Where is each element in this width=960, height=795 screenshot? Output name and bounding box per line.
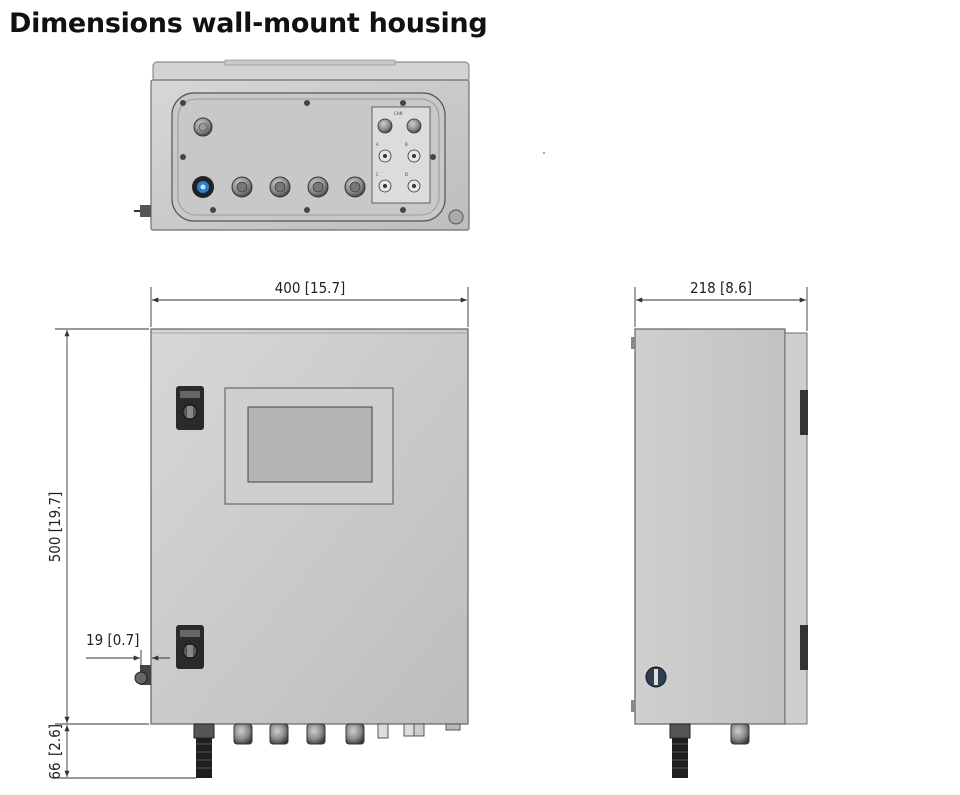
panel-label-can: CAN	[394, 111, 403, 116]
panel-label-b: B	[405, 142, 408, 147]
side-offset-label: 19 [0.7]	[86, 631, 139, 649]
width-dimension-label: 400 [15.7]	[275, 279, 346, 297]
top-view: CAN A B C D E F	[134, 59, 545, 231]
display-screen	[247, 406, 373, 483]
round-plug	[448, 209, 464, 225]
lower-latch-icon	[176, 625, 204, 669]
bottom-margin-label: [2.6]	[46, 724, 64, 756]
side-view: 218 [8.6]	[631, 279, 808, 778]
cable-glands-bottom	[193, 723, 461, 778]
bottom-offset-label: 66	[46, 762, 64, 779]
top-view-screws	[180, 100, 436, 213]
depth-dimension-label: 218 [8.6]	[690, 279, 752, 297]
side-knob-icon	[134, 665, 151, 685]
height-dimension-label: 500 [19.7]	[46, 492, 64, 563]
panel-label-d: D	[405, 172, 408, 177]
panel-label-c: C	[376, 172, 379, 177]
page-title: Dimensions wall-mount housing	[9, 8, 488, 39]
panel-label-a: A	[376, 142, 379, 147]
upper-latch-icon	[176, 386, 204, 430]
cable-glands-top	[231, 176, 366, 198]
front-view: 400 [15.7] 500 [19.7] [2.6] 66 19 [0.7]	[46, 279, 469, 780]
connector-panel-ports	[377, 118, 422, 193]
side-view-body	[634, 328, 786, 725]
